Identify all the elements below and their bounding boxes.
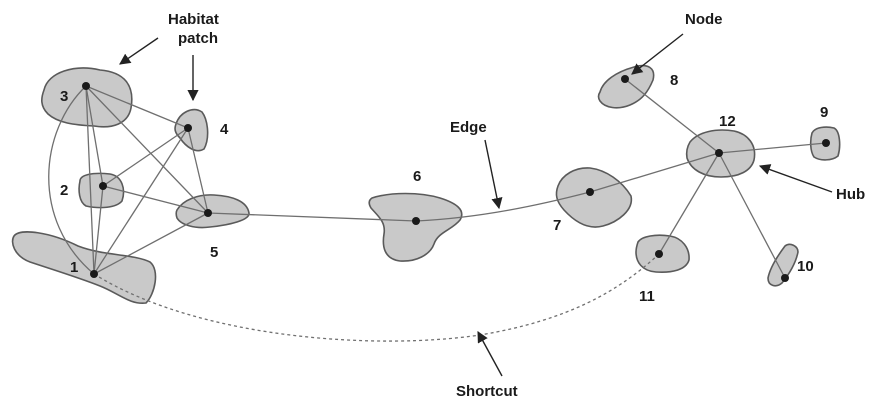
edge-5-1 bbox=[93, 212, 209, 275]
node-5 bbox=[204, 209, 212, 217]
edge-2-1 bbox=[93, 185, 104, 275]
edge-6-7 bbox=[415, 191, 591, 222]
hub-callout-arrow bbox=[758, 164, 833, 193]
node-2 bbox=[99, 182, 107, 190]
node-4 bbox=[184, 124, 192, 132]
node-label-2: 2 bbox=[60, 182, 68, 199]
node-12 bbox=[715, 149, 723, 157]
node-label-7: 7 bbox=[553, 217, 561, 234]
edge-callout-arrow bbox=[484, 139, 503, 210]
node-10 bbox=[781, 274, 789, 282]
node-label-5: 5 bbox=[210, 244, 218, 261]
node-1 bbox=[90, 270, 98, 278]
node-label-4: 4 bbox=[220, 121, 229, 138]
patch-7 bbox=[555, 167, 633, 228]
node-8 bbox=[621, 75, 629, 83]
habitat-patch-label-line2: patch bbox=[178, 30, 218, 47]
node-labels: 1 2 3 4 5 6 7 8 9 10 11 12 bbox=[60, 72, 828, 305]
node-label-12: 12 bbox=[719, 113, 736, 130]
edge-12-11 bbox=[658, 152, 720, 255]
node-label-1: 1 bbox=[70, 259, 78, 276]
edge-3-4 bbox=[85, 85, 189, 129]
edge-3-2 bbox=[85, 85, 104, 187]
edge-4-2 bbox=[102, 127, 189, 187]
node-label-8: 8 bbox=[670, 72, 678, 89]
edge-4-5 bbox=[187, 127, 209, 214]
patch-1 bbox=[11, 231, 157, 304]
edge-3-1-curve bbox=[48, 85, 95, 275]
node-label-6: 6 bbox=[413, 168, 421, 185]
edge-5-6 bbox=[207, 212, 417, 222]
shortcut-callout-arrow bbox=[477, 331, 503, 377]
edge-7-12 bbox=[589, 152, 720, 193]
shortcut-callout-label: Shortcut bbox=[456, 383, 518, 400]
hub-callout-label: Hub bbox=[836, 186, 865, 203]
patch-8 bbox=[597, 64, 655, 109]
node-label-3: 3 bbox=[60, 88, 68, 105]
edge-4-1 bbox=[93, 127, 189, 275]
shortcut-1-11 bbox=[93, 253, 660, 342]
node-11 bbox=[655, 250, 663, 258]
edge-12-9 bbox=[718, 142, 827, 154]
edge-12-10 bbox=[718, 152, 786, 279]
habitat-patch-arrow-left bbox=[119, 37, 159, 65]
patch-5 bbox=[175, 194, 250, 229]
node-callout-arrow bbox=[631, 33, 684, 75]
node-6 bbox=[412, 217, 420, 225]
node-7 bbox=[586, 188, 594, 196]
edge-8-12 bbox=[624, 78, 720, 154]
edge-3-5 bbox=[85, 85, 209, 214]
edge-callout-label: Edge bbox=[450, 119, 487, 136]
habitat-patch-label-line1: Habitat bbox=[168, 11, 219, 28]
nodes bbox=[82, 75, 830, 282]
node-9 bbox=[822, 139, 830, 147]
edge-2-5 bbox=[102, 185, 209, 214]
node-label-11: 11 bbox=[639, 288, 655, 305]
edge-3-1 bbox=[85, 85, 95, 275]
patch-6 bbox=[368, 192, 463, 262]
node-3 bbox=[82, 82, 90, 90]
patch-10 bbox=[767, 243, 799, 287]
node-label-10: 10 bbox=[797, 258, 814, 275]
node-label-9: 9 bbox=[820, 104, 828, 121]
node-callout-label: Node bbox=[685, 11, 723, 28]
edges bbox=[48, 78, 827, 342]
